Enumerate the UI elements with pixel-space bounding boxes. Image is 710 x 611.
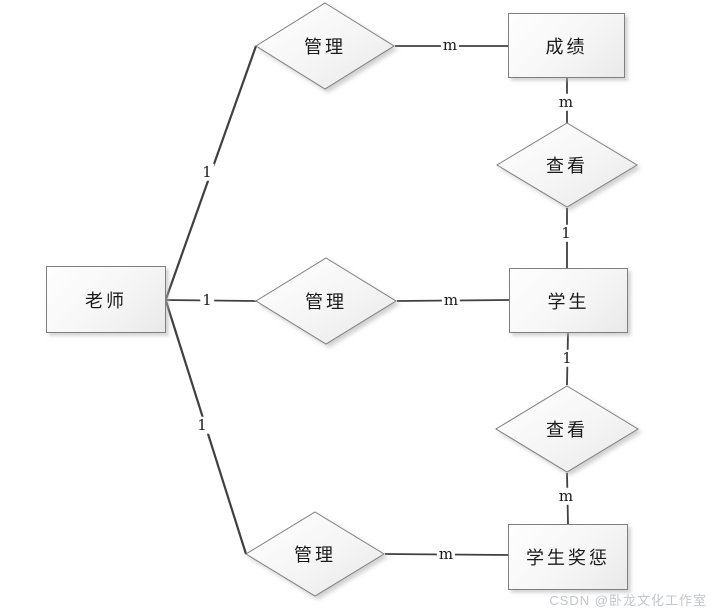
relation-view-bottom-label: 查看 — [546, 420, 588, 441]
diamond-shape — [255, 257, 397, 345]
entity-score: 成绩 — [508, 13, 625, 78]
cardinality-teacher-manage-mid: 1 — [200, 290, 214, 309]
cardinality-teacher-manage-top: 1 — [200, 162, 214, 181]
diamond-shape — [245, 511, 385, 597]
diamond-shape — [496, 122, 638, 208]
cardinality-view-top-student: 1 — [559, 223, 573, 242]
entity-teacher-label: 老师 — [85, 290, 127, 312]
relation-manage-mid-label: 管理 — [305, 292, 347, 313]
entity-reward-label: 学生奖惩 — [526, 548, 610, 569]
relation-manage-mid: 管理 — [255, 257, 397, 345]
relation-view-bottom: 查看 — [495, 385, 639, 473]
relation-manage-top: 管理 — [255, 2, 395, 90]
entity-student: 学生 — [509, 268, 628, 333]
relation-manage-top-label: 管理 — [304, 37, 346, 58]
cardinality-student-view-bottom: 1 — [560, 348, 574, 367]
cardinality-view-bottom-reward: m — [556, 486, 576, 505]
cardinality-teacher-manage-bottom: 1 — [195, 415, 209, 434]
relation-manage-bottom: 管理 — [245, 511, 385, 597]
relation-view-top: 查看 — [496, 122, 638, 208]
entity-reward: 学生奖惩 — [508, 524, 628, 590]
entity-score-label: 成绩 — [545, 36, 588, 58]
entity-teacher: 老师 — [46, 266, 166, 333]
watermark: CSDN @卧龙文化工作室 — [549, 593, 707, 608]
diamond-shape — [495, 385, 639, 473]
cardinality-score-view-top: m — [556, 92, 576, 111]
cardinality-manage-mid-student: m — [441, 290, 461, 309]
entity-student-label: 学生 — [547, 291, 590, 313]
diamond-shape — [255, 2, 395, 90]
cardinality-manage-top-score: m — [440, 35, 460, 54]
cardinality-manage-bottom-reward: m — [436, 544, 456, 563]
relation-manage-bottom-label: 管理 — [294, 545, 336, 566]
relation-view-top-label: 查看 — [546, 156, 588, 177]
